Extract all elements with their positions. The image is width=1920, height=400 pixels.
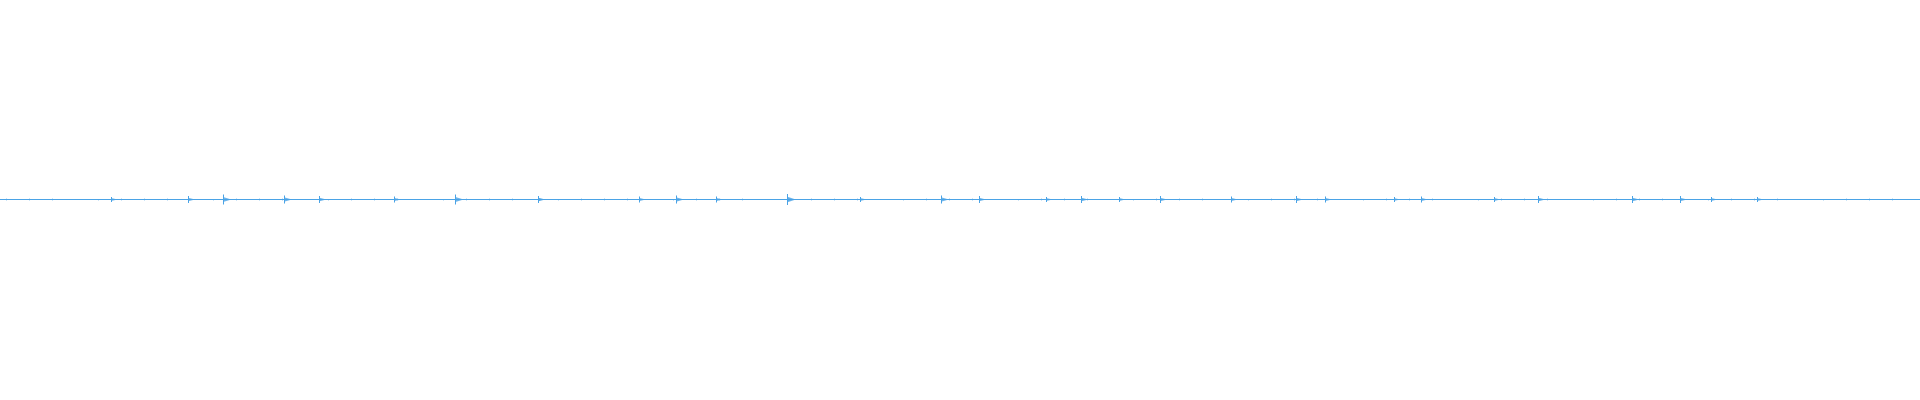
waveform-transient [394, 198, 401, 201]
waveform-transient [223, 197, 232, 202]
waveform-transient [787, 198, 794, 201]
waveform-transient [319, 197, 327, 202]
waveform-events [6, 194, 1916, 205]
waveform-transient [455, 196, 464, 203]
waveform-transient [1296, 197, 1304, 202]
waveform-transient [1632, 197, 1640, 202]
waveform-transient [1119, 198, 1126, 201]
waveform-transient [639, 198, 646, 201]
waveform-transient [1711, 198, 1718, 201]
waveform-transient [1494, 198, 1501, 201]
waveform-transient [284, 197, 292, 202]
waveform-transient [979, 197, 987, 202]
waveform-transient [538, 197, 546, 202]
waveform-transient [676, 197, 684, 202]
waveform-transient [1538, 197, 1546, 202]
waveform-transient [188, 197, 196, 202]
waveform-transient [1421, 198, 1428, 201]
waveform-transient [941, 197, 949, 202]
waveform-transient [1046, 198, 1053, 201]
waveform-transient [1160, 197, 1168, 202]
waveform-transient [1325, 198, 1332, 201]
waveform-transient [1231, 198, 1238, 201]
waveform-transient [860, 198, 867, 201]
waveform-transient [1757, 198, 1764, 201]
waveform-transient [1081, 197, 1089, 202]
waveform-transient [111, 198, 118, 201]
waveform-transient [1680, 197, 1688, 202]
waveform-transient [716, 198, 723, 201]
waveform-transient [1394, 198, 1401, 201]
